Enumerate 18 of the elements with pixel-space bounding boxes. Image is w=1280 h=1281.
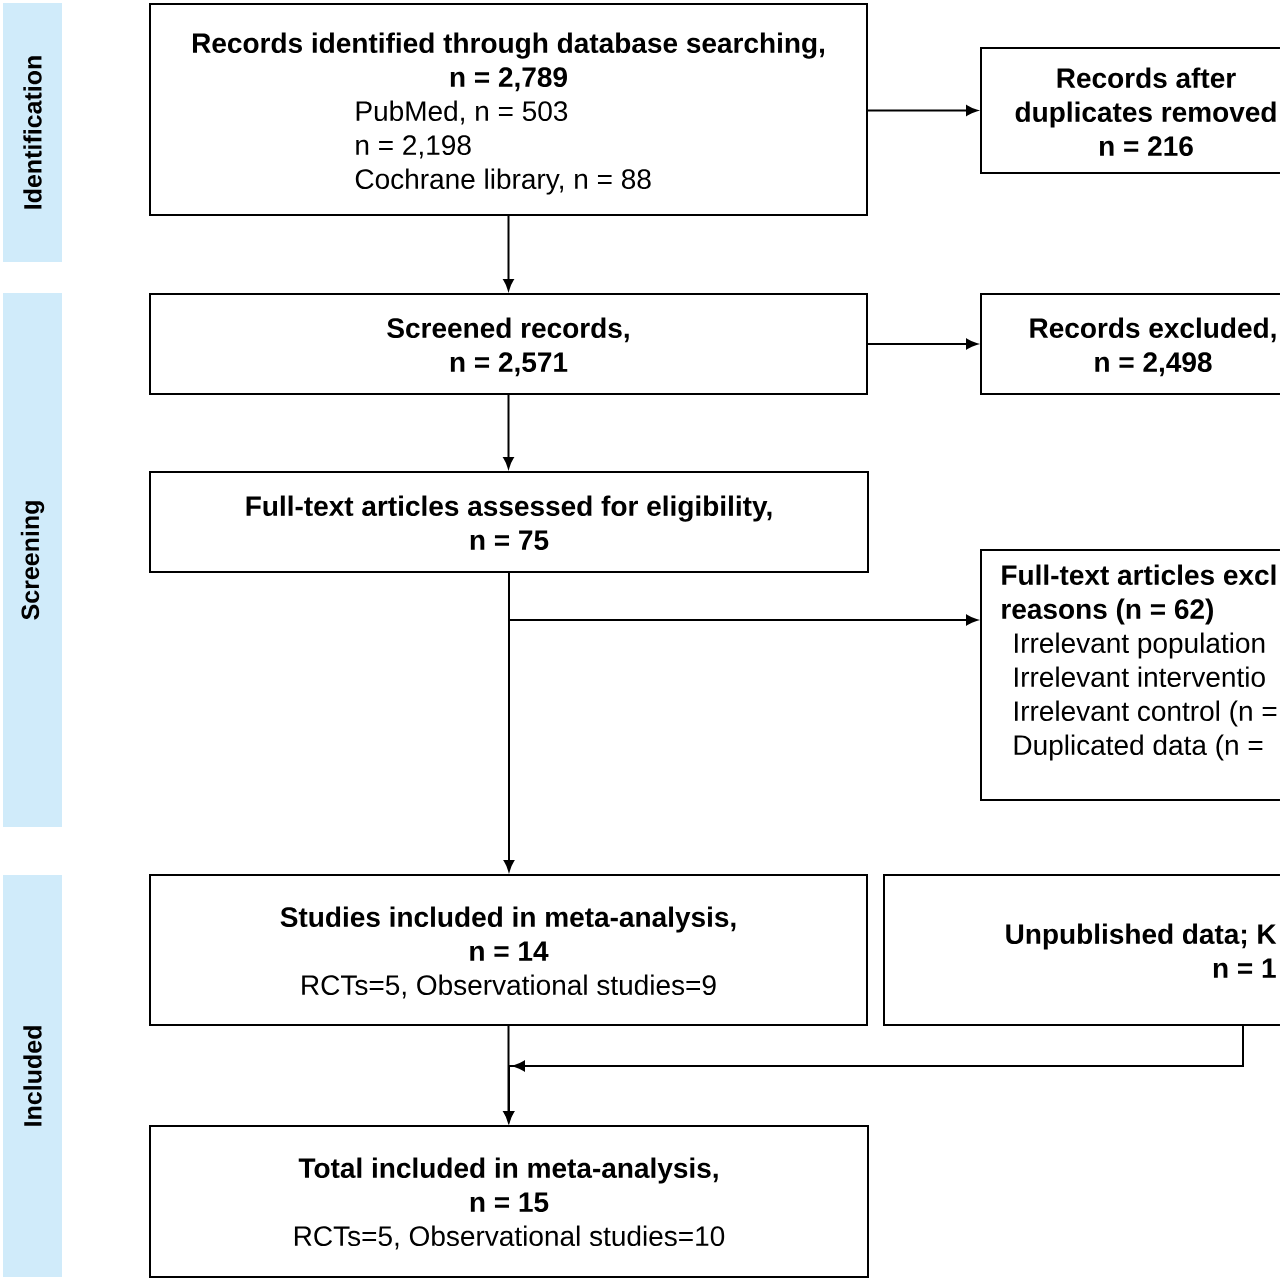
arrow <box>867 338 978 350</box>
arrow <box>867 105 978 116</box>
arrow <box>503 394 514 469</box>
process-box: Full-text articles excl reasons (n = 62) Irrelevant population Irrelevant interventio Irrelevant control (n = Duplicated data (n = <box>980 549 1280 801</box>
phase-band: Identification <box>3 3 62 262</box>
arrow <box>503 1025 1244 1123</box>
process-box: Full-text articles assessed for eligibility, n = 75 <box>149 471 869 573</box>
arrow <box>503 215 514 291</box>
process-box: Records excluded, n = 2,498 <box>980 293 1280 395</box>
arrow <box>503 572 515 872</box>
phase-band: Screening <box>3 293 62 827</box>
process-box: Studies included in meta-analysis, n = 14 RCTs=5, Observational studies=9 <box>149 874 868 1026</box>
process-box: Total included in meta-analysis, n = 15 RCTs=5, Observational studies=10 <box>149 1125 869 1278</box>
process-box: Records identified through database searching, n = 2,789 PubMed, n = 503 n = 2,198 Cochrane library, n = 88 <box>149 3 868 216</box>
process-box: Unpublished data; K n = 1 <box>883 874 1280 1026</box>
process-box: Records after duplicates removed n = 216 <box>980 47 1280 174</box>
process-box: Screened records, n = 2,571 <box>149 293 868 395</box>
phase-band: Included <box>3 875 62 1277</box>
